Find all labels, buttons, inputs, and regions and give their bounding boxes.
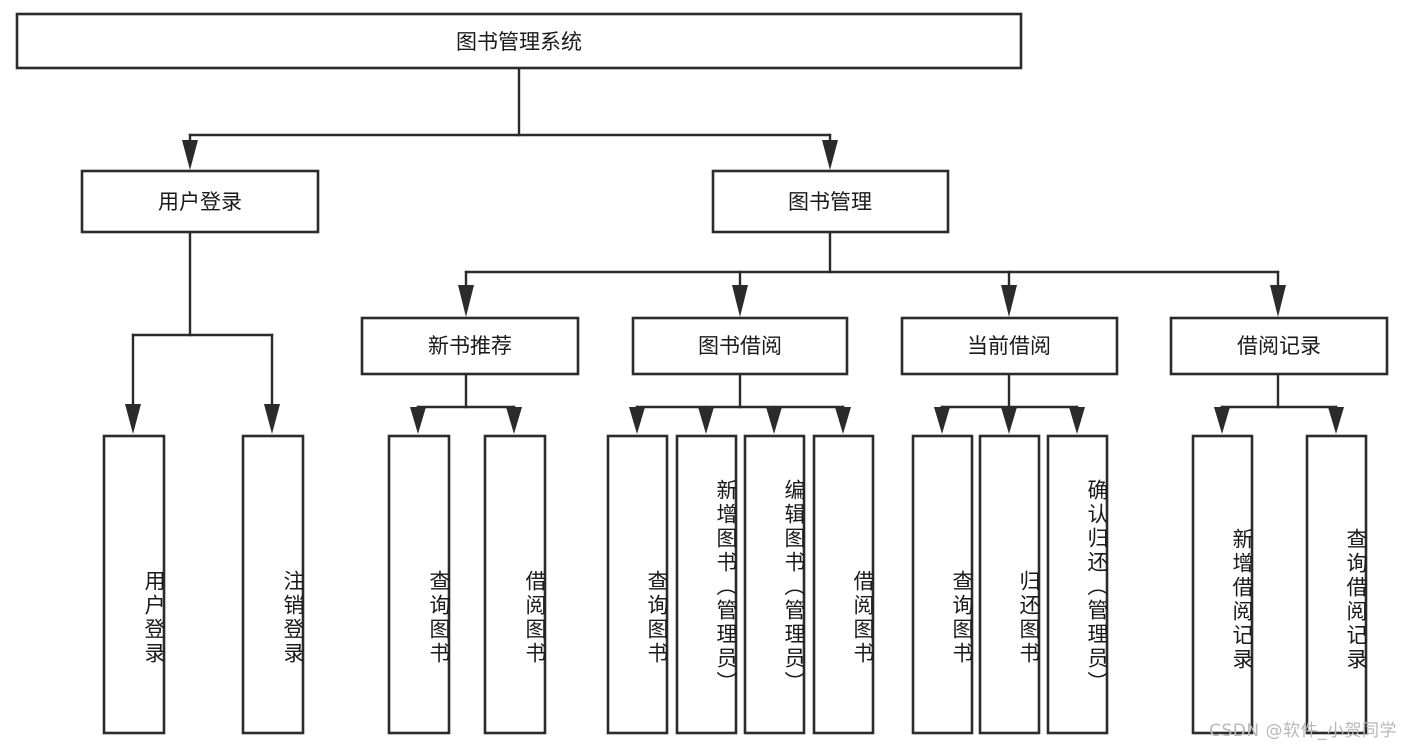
arrow-to-book-borrow — [732, 285, 748, 317]
connector-group — [125, 66, 1344, 434]
node-borrow-record-box[interactable] — [1169, 316, 1389, 376]
arrow-to-leaf-add-book — [698, 407, 714, 434]
node-book-admin-label: 图书管理 — [788, 190, 872, 214]
node-new-book-rec-box[interactable] — [360, 316, 580, 376]
node-current-borrow-label: 当前借阅 — [967, 334, 1051, 358]
node-user-login[interactable]: 用户登录 — [80, 169, 320, 234]
leaf-box-add-record[interactable] — [1191, 434, 1254, 735]
node-book-borrow-label: 图书借阅 — [698, 334, 782, 358]
node-user-login-label: 用户登录 — [158, 190, 242, 214]
leaf-box-query-book-1[interactable] — [387, 434, 451, 735]
arrow-to-leaf-borrow-book-1 — [506, 407, 522, 434]
node-root-label: 图书管理系统 — [456, 30, 582, 54]
arrow-to-leaf-borrow-book-2 — [835, 407, 851, 434]
leaf-box-query-book-2[interactable] — [606, 434, 669, 735]
leaf-box-query-record[interactable] — [1305, 434, 1368, 735]
node-book-borrow-box[interactable] — [631, 316, 849, 376]
arrow-to-leaf-logout — [264, 404, 280, 434]
node-current-borrow-box[interactable] — [900, 316, 1119, 376]
leaf-box-borrow-book-2[interactable] — [812, 434, 875, 735]
leaf-box-group — [102, 434, 1368, 735]
leaf-box-query-book-3[interactable] — [911, 434, 974, 735]
leaf-box-user-login[interactable] — [102, 434, 166, 735]
node-borrow-record-label: 借阅记录 — [1237, 334, 1321, 358]
node-new-book-rec[interactable]: 新书推荐 — [360, 316, 580, 376]
arrow-to-user-login — [182, 140, 198, 170]
leaf-box-confirm-return[interactable] — [1046, 434, 1109, 735]
node-current-borrow[interactable]: 当前借阅 — [900, 316, 1119, 376]
arrow-to-book-admin — [822, 140, 838, 170]
arrow-to-leaf-query-record — [1328, 407, 1344, 434]
leaf-box-return-book[interactable] — [978, 434, 1041, 735]
arrow-to-leaf-return-book — [1001, 407, 1017, 434]
leaf-box-edit-book[interactable] — [743, 434, 806, 735]
node-root[interactable]: 图书管理系统 — [15, 12, 1023, 70]
arrow-to-new-book-rec — [458, 285, 474, 317]
node-new-book-rec-label: 新书推荐 — [428, 334, 512, 358]
leaf-box-logout-login[interactable] — [241, 434, 305, 735]
node-user-login-box[interactable] — [80, 169, 320, 234]
node-book-admin-box[interactable] — [711, 169, 950, 234]
arrow-to-leaf-query-book-2 — [629, 407, 645, 434]
arrow-to-leaf-add-record — [1214, 407, 1230, 434]
leaf-box-add-book[interactable] — [675, 434, 738, 735]
arrow-to-current-borrow — [1001, 285, 1017, 317]
arrow-to-leaf-user-login — [125, 404, 141, 434]
arrow-to-leaf-edit-book — [766, 407, 782, 434]
node-borrow-record[interactable]: 借阅记录 — [1169, 316, 1389, 376]
node-root-box[interactable] — [15, 12, 1023, 70]
arrow-to-leaf-confirm-return — [1069, 407, 1085, 434]
arrow-to-borrow-record — [1270, 285, 1286, 317]
node-book-borrow[interactable]: 图书借阅 — [631, 316, 849, 376]
watermark-text: CSDN @软件_小贺同学 — [1209, 721, 1397, 741]
arrow-to-leaf-query-book-1 — [410, 407, 426, 434]
arrow-to-leaf-query-book-3 — [934, 407, 950, 434]
node-book-admin[interactable]: 图书管理 — [711, 169, 950, 234]
leaf-box-borrow-book-1[interactable] — [483, 434, 547, 735]
